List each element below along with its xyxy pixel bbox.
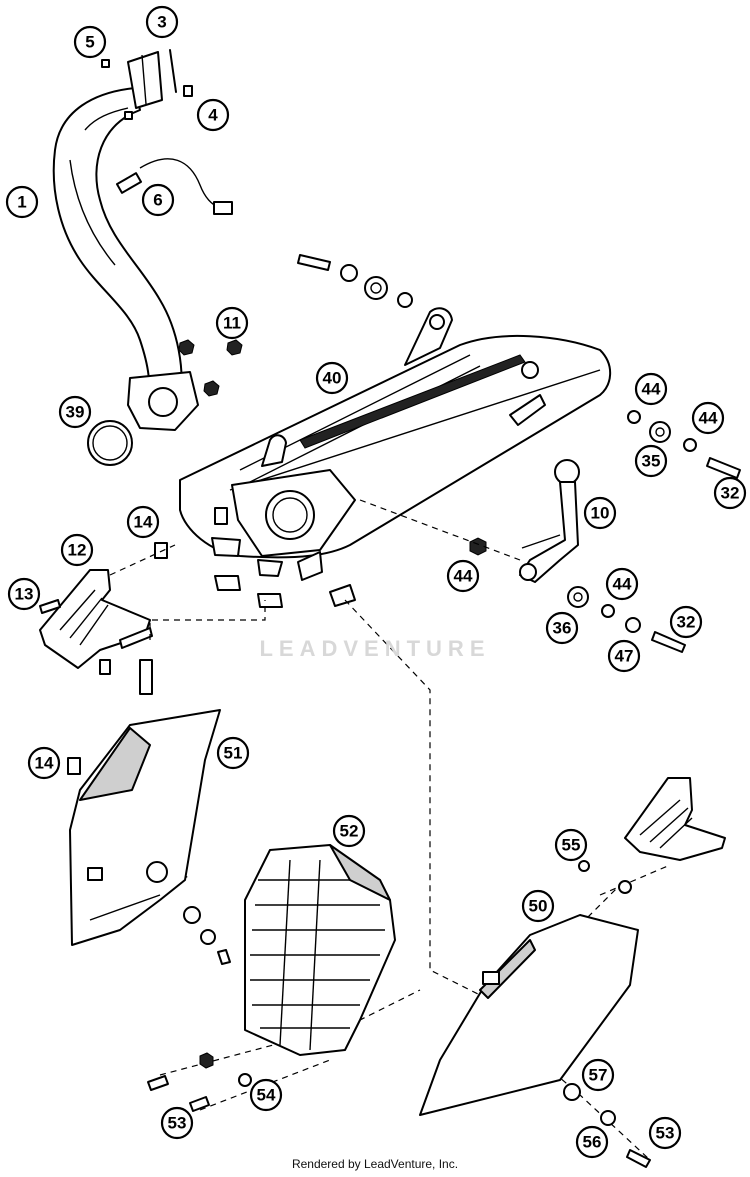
callout-label: 53 [656,1124,675,1143]
callout-39: 39 [58,395,92,429]
footer-credit: Rendered by LeadVenture, Inc. [291,1157,459,1171]
oxygen-sensor [115,158,233,215]
callout-13: 13 [7,577,41,611]
callout-label: 47 [615,647,634,666]
callout-53a: 53 [160,1106,194,1140]
callout-54: 54 [249,1078,283,1112]
callout-label: 10 [591,504,610,523]
heat-shield-left [67,709,221,946]
right-bottom-hardware [563,860,651,1168]
callout-53b: 53 [648,1116,682,1150]
callout-label: 57 [589,1066,608,1085]
callout-5: 5 [73,25,107,59]
callout-label: 44 [613,575,632,594]
callout-label: 5 [85,33,94,52]
bottom-fasteners [147,1052,252,1112]
callout-55: 55 [554,828,588,862]
callout-44a: 44 [634,372,668,406]
callout-52: 52 [332,814,366,848]
pipe-flange [101,49,193,120]
lower-right-hardware [567,586,686,653]
left-shield-hardware [183,906,231,965]
callout-label: 44 [642,380,661,399]
callout-label: 44 [699,409,718,428]
silencer [179,307,612,581]
callout-label: 11 [223,314,241,333]
callout-label: 56 [583,1133,602,1152]
callout-4: 4 [196,98,230,132]
callout-14b: 14 [27,746,61,780]
callout-label: 39 [66,403,85,422]
callout-44b: 44 [691,401,725,435]
callout-32b: 32 [669,605,703,639]
watermark-text: LEADVENTURE [259,636,491,661]
callout-1: 1 [5,185,39,219]
callout-6: 6 [141,183,175,217]
callout-35: 35 [634,444,668,478]
callout-47: 47 [607,639,641,673]
callout-40: 40 [315,361,349,395]
right-bracket [624,777,726,861]
callout-44d: 44 [605,567,639,601]
callout-label: 6 [153,191,162,210]
header-pipe [52,87,199,431]
callout-label: 52 [340,822,359,841]
callout-label: 14 [134,513,153,532]
callout-label: 3 [157,13,166,32]
top-mount-hardware [297,254,413,308]
callout-14a: 14 [126,505,160,539]
callout-3: 3 [145,5,179,39]
callout-label: 36 [553,619,572,638]
callout-label: 12 [68,541,87,560]
mount-clips [139,575,356,695]
callout-57: 57 [581,1058,615,1092]
callout-32a: 32 [713,476,747,510]
right-mount-hardware [627,410,741,479]
callout-label: 1 [17,193,26,212]
callout-label: 32 [721,484,740,503]
silencer-bracket [469,459,580,583]
left-bracket [39,542,168,675]
callout-12: 12 [60,533,94,567]
callout-51: 51 [216,736,250,770]
callout-10: 10 [583,496,617,530]
callout-36: 36 [545,611,579,645]
callout-label: 35 [642,452,661,471]
exhaust-gasket-ring [87,420,133,466]
callout-label: 32 [677,613,696,632]
callout-label: 13 [15,585,34,604]
callout-label: 54 [257,1086,276,1105]
callout-11: 11 [215,306,249,340]
callout-56: 56 [575,1125,609,1159]
callout-label: 14 [35,754,54,773]
callout-44c: 44 [446,559,480,593]
callout-label: 50 [529,897,548,916]
callout-label: 40 [323,369,342,388]
callout-label: 53 [168,1114,187,1133]
heat-shield-right [419,914,639,1116]
callout-label: 51 [224,744,243,763]
callout-label: 44 [454,567,473,586]
grille-guard [244,844,396,1056]
callout-label: 4 [208,106,218,125]
callout-label: 55 [562,836,581,855]
callout-50: 50 [521,889,555,923]
flange-nuts [178,339,243,397]
